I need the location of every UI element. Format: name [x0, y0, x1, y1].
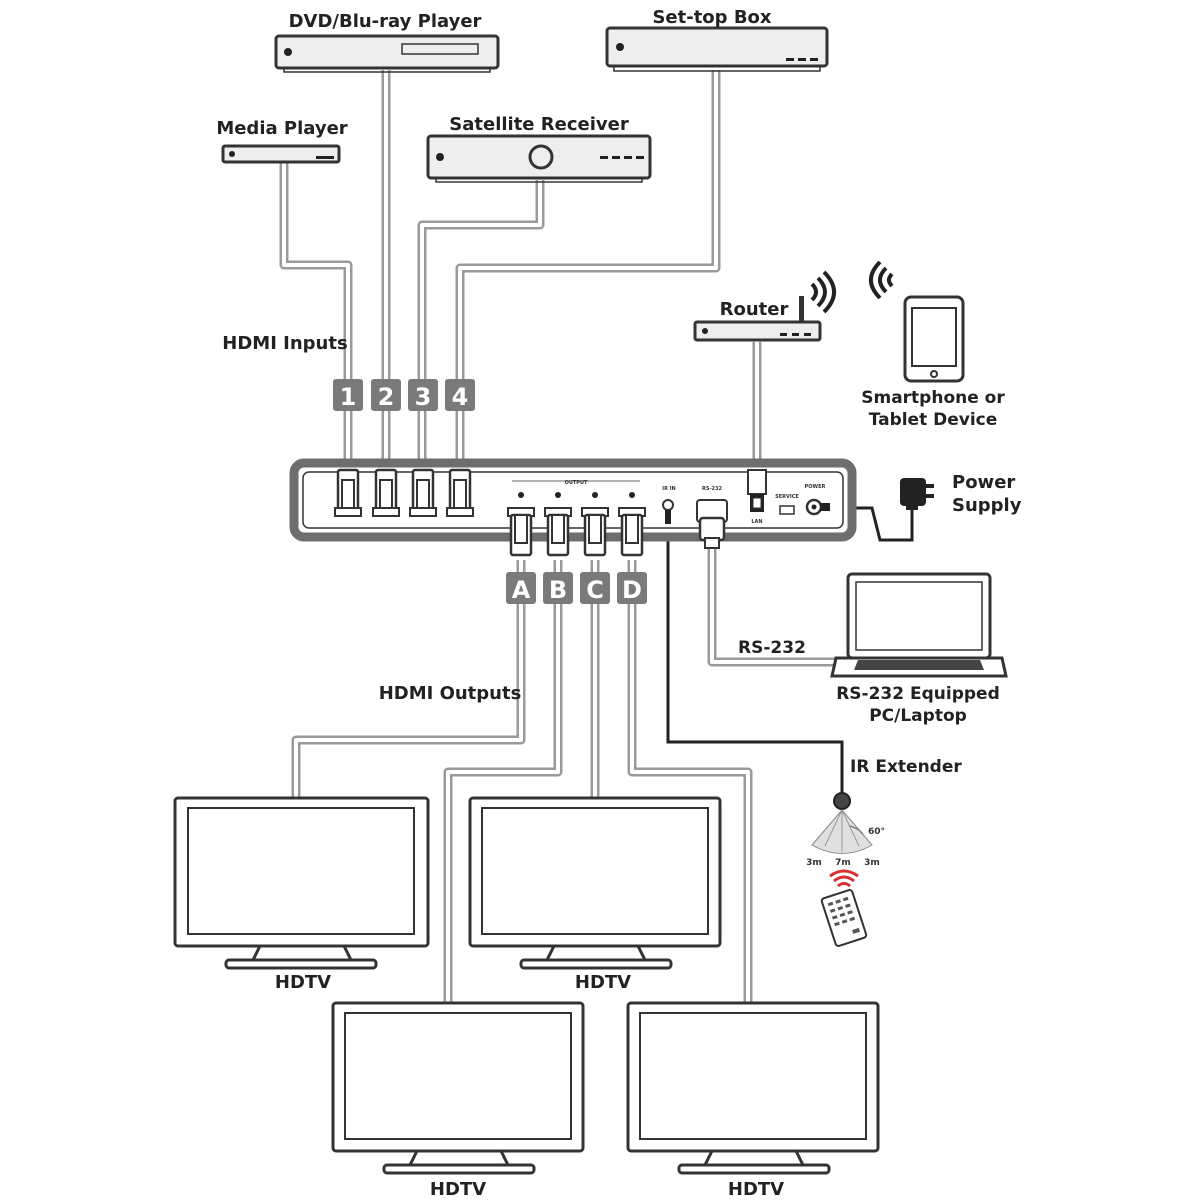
settop-box [605, 26, 829, 72]
ir-panel-label: IR IN [662, 486, 676, 492]
remote-control-icon [820, 889, 868, 947]
hdtv-1 [173, 796, 430, 970]
output-badge-d [617, 572, 647, 604]
cable-output-a [291, 560, 526, 800]
output-badges: A B C D [506, 572, 647, 604]
hdmi-outputs-label: HDMI Outputs [379, 683, 522, 704]
input-badge-4-label: 4 [452, 383, 469, 411]
input-badge-3-label: 3 [415, 383, 432, 411]
input-badge-1-label: 1 [340, 383, 357, 411]
dvd-player [274, 34, 500, 73]
hdtv-3-label: HDTV [430, 1179, 486, 1200]
tablet-label-line1: Smartphone or [861, 388, 1005, 408]
ir-dist-mid: 7m [835, 858, 851, 868]
laptop-label-line1: RS-232 Equipped [836, 684, 1000, 704]
cables [279, 70, 914, 1005]
input-badge-2 [371, 379, 401, 411]
hdmi-inputs-label: HDMI Inputs [222, 333, 347, 354]
input-badge-2-label: 2 [378, 383, 395, 411]
output-badge-c-label: C [586, 576, 604, 604]
cable-ir-extender [666, 520, 844, 795]
tablet-label-line2: Tablet Device [869, 410, 998, 430]
ir-extender: 60° 3m 7m 3m [806, 792, 885, 947]
input-badge-4 [445, 379, 475, 411]
dvd-player-label: DVD/Blu-ray Player [289, 11, 482, 32]
output-badge-a-label: A [512, 576, 531, 604]
output-badge-b [543, 572, 573, 604]
output-badge-a [506, 572, 536, 604]
power-adapter [900, 478, 934, 510]
ir-angle-label: 60° [868, 827, 885, 837]
satellite-receiver-label: Satellite Receiver [449, 114, 629, 135]
settop-box-label: Set-top Box [652, 7, 771, 28]
rs232-cable-label: RS-232 [738, 638, 806, 658]
input-badges: 1 2 3 4 [333, 379, 475, 411]
output-badge-b-label: B [549, 576, 567, 604]
input-connectors [334, 468, 474, 517]
hdtv-2 [468, 796, 722, 970]
output-badge-d-label: D [622, 576, 642, 604]
tablet-device [869, 260, 965, 383]
input-badge-3 [408, 379, 438, 411]
router-label: Router [720, 299, 789, 320]
power-label-line2: Supply [952, 495, 1022, 516]
router [693, 270, 836, 342]
media-player-label: Media Player [216, 118, 347, 139]
output-connectors [507, 507, 646, 557]
power-label-line1: Power [952, 472, 1015, 493]
laptop-label-line2: PC/Laptop [869, 706, 967, 726]
power-panel-label: POWER [805, 484, 826, 490]
hdtv-2-label: HDTV [575, 972, 631, 993]
remote-signal-icon [829, 869, 859, 888]
output-badge-c [580, 572, 610, 604]
ir-dist-right: 3m [864, 858, 880, 868]
media-player [221, 144, 341, 164]
cable-media-to-input-1 [279, 163, 353, 470]
matrix-switcher: OUTPUT IR IN RS-232 [289, 458, 857, 557]
output-panel-label: OUTPUT [565, 480, 588, 486]
hdtv-4 [626, 1001, 880, 1175]
hdtv-1-label: HDTV [275, 972, 331, 993]
router-wifi-icon [810, 270, 836, 314]
laptop [830, 572, 1008, 678]
hdtv-3 [331, 1001, 585, 1175]
input-badge-1 [333, 379, 363, 411]
ir-dist-left: 3m [806, 858, 822, 868]
lan-panel-label: LAN [751, 519, 762, 525]
hdtv-4-label: HDTV [728, 1179, 784, 1200]
satellite-receiver [426, 134, 652, 183]
rs232-panel-label: RS-232 [702, 486, 722, 492]
ir-extender-label: IR Extender [850, 757, 962, 777]
tablet-wifi-icon [869, 260, 894, 300]
service-panel-label: SERVICE [775, 494, 799, 500]
